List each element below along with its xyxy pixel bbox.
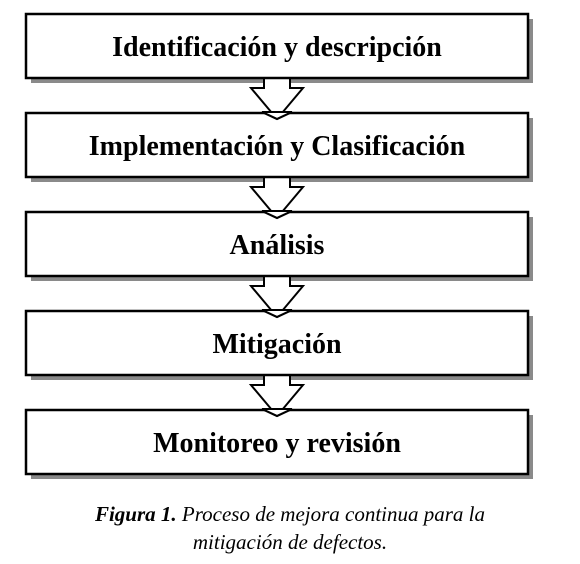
process-step-1: Identificación y descripción: [24, 12, 530, 80]
step-label: Identificación y descripción: [112, 32, 442, 63]
step-label: Mitigación: [212, 329, 342, 360]
figure-caption: Figura 1. Proceso de mejora continua par…: [0, 500, 580, 556]
process-step-4: Mitigación: [24, 309, 530, 377]
step-label: Monitoreo y revisión: [153, 428, 401, 459]
step-box: [24, 12, 530, 80]
arrow-tip-outline: [261, 111, 293, 121]
process-step-5: Monitoreo y revisión: [24, 408, 530, 476]
arrow-tip-outline: [261, 309, 293, 319]
arrow-tip-outline: [261, 408, 293, 418]
step-box: [24, 111, 530, 179]
caption-line-2: mitigación de defectos.: [192, 530, 388, 554]
process-step-2: Implementación y Clasificación: [24, 111, 530, 179]
step-label: Implementación y Clasificación: [89, 131, 466, 162]
step-box: [24, 210, 530, 278]
arrow-tip-outline: [261, 210, 293, 220]
step-label: Análisis: [230, 230, 325, 261]
process-step-3: Análisis: [24, 210, 530, 278]
step-box: [24, 408, 530, 476]
caption-text-1: Proceso de mejora continua para la: [181, 502, 486, 526]
process-flow-diagram: Identificación y descripciónImplementaci…: [24, 12, 533, 479]
step-box: [24, 309, 530, 377]
caption-line-1: Figura 1. Proceso de mejora continua par…: [0, 500, 580, 528]
figure-label: Figura 1.: [94, 502, 177, 526]
